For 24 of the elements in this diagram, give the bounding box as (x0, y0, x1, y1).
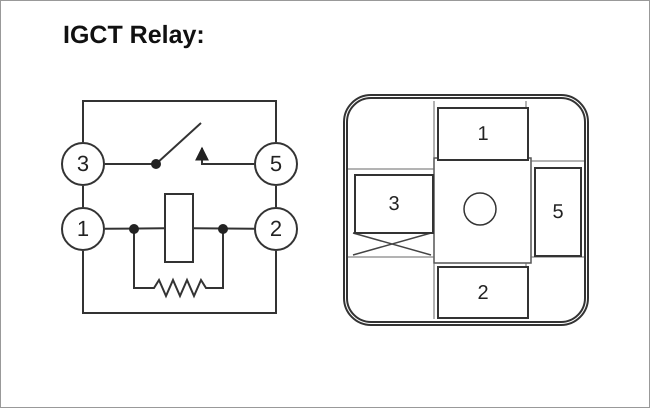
terminal-circle (61, 207, 105, 251)
pin-number: 2 (477, 282, 489, 302)
pin-number: 3 (388, 194, 400, 214)
pin-number: 1 (477, 124, 489, 144)
wire (82, 251, 277, 314)
wire (82, 100, 277, 142)
wire (82, 186, 84, 207)
wire (275, 186, 277, 207)
terminal-cavity (354, 174, 434, 234)
terminal-circle (254, 207, 298, 251)
pin-number: 3 (76, 153, 90, 175)
relay-coil (164, 193, 194, 263)
terminal-circle (254, 142, 298, 186)
pin-number: 5 (270, 153, 282, 175)
terminal-cavity (437, 266, 529, 319)
terminal-circle (61, 142, 105, 186)
pin-number: 1 (76, 218, 90, 240)
terminal-cavity (437, 107, 529, 161)
pin-number: 5 (552, 202, 564, 222)
wire (194, 227, 254, 230)
pin-number: 2 (270, 218, 282, 240)
wire (104, 227, 164, 230)
diagram-title: IGCT Relay: (63, 21, 205, 50)
terminal-cavity (534, 167, 582, 257)
